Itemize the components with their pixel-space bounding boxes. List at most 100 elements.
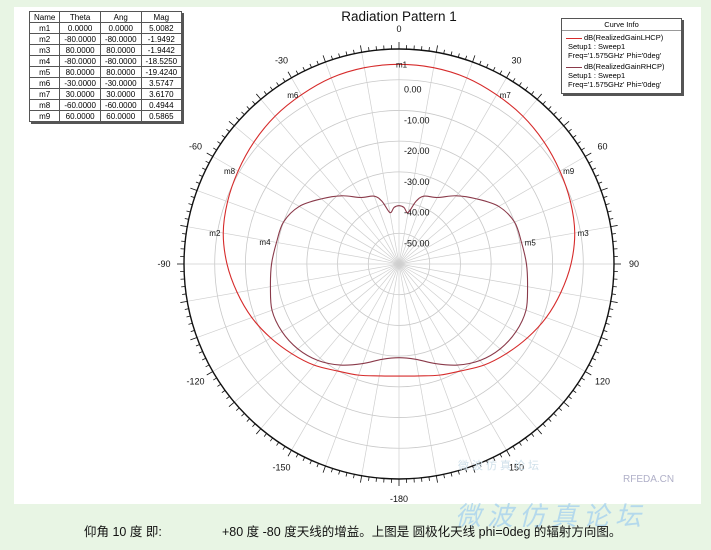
- angle-tick: [316, 463, 319, 468]
- angle-tick: [428, 47, 430, 52]
- angle-tick: [472, 465, 476, 473]
- angle-tick: [205, 160, 210, 164]
- table-cell: m9: [28, 110, 61, 122]
- grid-spoke: [196, 263, 400, 338]
- grid-spoke: [260, 99, 400, 265]
- angle-tick: [338, 470, 341, 475]
- grid-spoke: [291, 263, 400, 451]
- marker-m8: m8: [224, 167, 236, 176]
- angle-tick: [287, 449, 292, 457]
- angle-tick: [603, 195, 608, 198]
- marker-m2: m2: [209, 229, 221, 238]
- angle-tick: [184, 218, 189, 220]
- angle-tick: [577, 383, 581, 387]
- angle-tick: [568, 128, 572, 132]
- angle-tick: [190, 195, 195, 198]
- table-cell: -30.0000: [59, 77, 101, 89]
- caption-part1: 仰角 10 度 即:: [84, 525, 162, 539]
- angle-tick-label: -180: [390, 494, 408, 504]
- angle-tick: [184, 308, 189, 310]
- table-header-cell: Ang: [99, 11, 142, 23]
- marker-m9: m9: [563, 167, 575, 176]
- angle-tick: [360, 475, 363, 483]
- angle-tick: [525, 437, 529, 442]
- angle-tick: [563, 401, 570, 408]
- table-cell: m6: [28, 77, 61, 89]
- angle-tick: [226, 128, 230, 132]
- grid-spoke: [325, 263, 400, 467]
- table-cell: 80.0000: [99, 66, 142, 78]
- table-header-cell: Theta: [59, 11, 101, 23]
- grid-spoke: [398, 263, 602, 338]
- angle-tick: [345, 51, 348, 56]
- table-cell: 60.0000: [99, 110, 142, 122]
- radial-tick-label: -10.00: [404, 115, 430, 125]
- grid-spoke: [234, 125, 400, 265]
- angle-tick: [295, 453, 299, 458]
- angle-tick: [450, 51, 453, 56]
- angle-tick: [592, 167, 597, 171]
- angle-tick: [595, 174, 600, 177]
- table-cell: 3.5747: [140, 77, 183, 89]
- marker-m6: m6: [287, 91, 299, 100]
- angle-tick: [252, 100, 256, 105]
- angle-tick: [610, 300, 618, 303]
- angle-tick: [180, 300, 188, 303]
- angle-tick: [182, 293, 187, 295]
- angle-tick: [269, 86, 273, 91]
- angle-tick: [598, 344, 603, 347]
- angle-tick: [186, 210, 191, 213]
- grid-spoke: [291, 77, 400, 265]
- table-header-cell: Mag: [140, 11, 183, 23]
- table-cell: 30.0000: [59, 88, 101, 100]
- angle-tick: [316, 60, 319, 65]
- table-cell: m8: [28, 99, 61, 111]
- angle-tick: [282, 446, 286, 450]
- angle-tick: [188, 203, 193, 206]
- watermark-site: RFEDA.CN: [623, 474, 675, 485]
- grid-spoke: [398, 190, 602, 265]
- angle-tick: [295, 70, 299, 75]
- angle-tick: [217, 141, 221, 145]
- angle-tick: [558, 117, 563, 121]
- table-cell: 0.0000: [99, 22, 142, 34]
- table-cell: 0.4944: [140, 99, 183, 111]
- angle-tick: [553, 111, 557, 115]
- angle-tick-label: 90: [629, 259, 639, 269]
- angle-tick: [536, 93, 543, 100]
- chart-title: Radiation Pattern 1: [341, 9, 457, 24]
- grid-spoke: [212, 263, 400, 372]
- angle-tick: [276, 442, 280, 446]
- angle-tick: [213, 377, 217, 381]
- table-row: m2-80.0000-80.0000-1.9492: [28, 33, 183, 45]
- angle-tick: [201, 357, 206, 361]
- angle-tick: [536, 428, 543, 435]
- table-cell: -60.0000: [99, 99, 142, 111]
- angle-tick: [584, 371, 592, 376]
- table-cell: 80.0000: [59, 44, 101, 56]
- angle-tick: [368, 47, 370, 52]
- angle-tick: [610, 225, 618, 228]
- angle-tick: [221, 390, 226, 394]
- angle-tick: [198, 351, 203, 354]
- table-row: m4-80.0000-80.0000-18.5250: [28, 55, 183, 67]
- angle-tick: [206, 152, 214, 157]
- table-cell: -30.0000: [99, 77, 142, 89]
- grid-spoke: [398, 226, 611, 265]
- angle-tick: [572, 134, 577, 138]
- table-cell: -18.5250: [140, 55, 183, 67]
- angle-tick: [531, 91, 535, 95]
- table-header-cell: Name: [28, 11, 61, 23]
- table-cell: m3: [28, 44, 61, 56]
- angle-tick: [435, 45, 438, 53]
- angle-tick: [226, 396, 230, 400]
- marker-m3: m3: [578, 229, 590, 238]
- angle-tick: [190, 187, 198, 191]
- angle-tick: [609, 218, 614, 220]
- angle-tick: [518, 442, 522, 446]
- angle-tick: [607, 210, 612, 213]
